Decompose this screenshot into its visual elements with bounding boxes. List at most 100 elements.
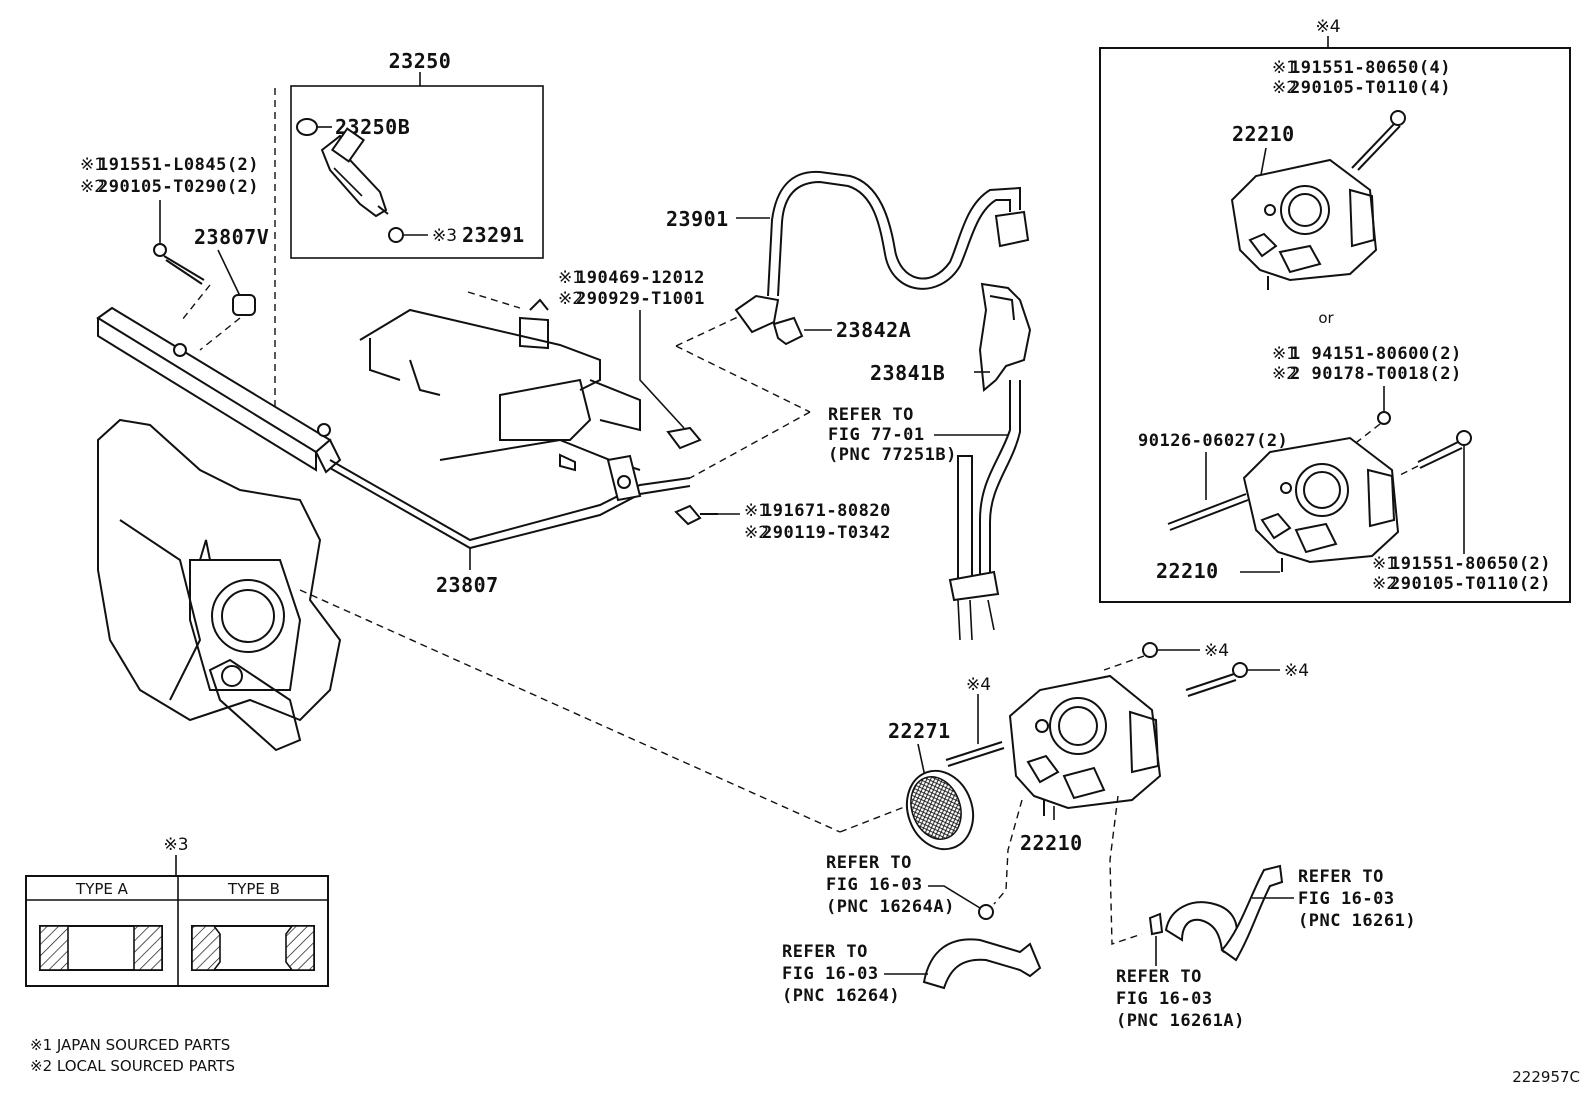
refer-16261A-line1: REFER TO xyxy=(1116,967,1202,987)
refer-16264-line1: REFER TO xyxy=(782,942,868,962)
throttle-body-group: ※4 ※4 ※4 22210 22271 xyxy=(782,641,1416,1031)
or-text: or xyxy=(1318,309,1334,327)
dashed-guide xyxy=(199,317,241,351)
clip-part-line1: 190469-12012 xyxy=(576,268,705,288)
label-23250: 23250 xyxy=(389,49,452,73)
mark-1: ※1 xyxy=(558,268,583,288)
bolt-part-line1: 191671-80820 xyxy=(762,501,891,521)
inset-nut-line1: 1 94151-80600(2) xyxy=(1290,344,1462,364)
inset-throttle-bottom-label: 22210 xyxy=(1156,559,1219,583)
stud-mark-4: ※4 xyxy=(966,675,991,695)
legend-japan-sourced: ※1 JAPAN SOURCED PARTS xyxy=(30,1036,230,1054)
dashed-guide xyxy=(299,589,841,833)
dashed-guide xyxy=(181,284,211,321)
dashed-guide xyxy=(689,411,811,479)
inset-stud-label: 90126-06027(2) xyxy=(1138,431,1288,451)
inset-nut-line2: 2 90178-T0018(2) xyxy=(1290,364,1462,384)
mark-2: ※2 xyxy=(558,289,583,309)
bolt-shank xyxy=(1419,447,1463,469)
bolt-shank xyxy=(1357,125,1401,171)
injector-part xyxy=(320,127,389,218)
mark-1: ※1 xyxy=(744,501,769,521)
label-23291: 23291 xyxy=(462,223,525,247)
bolt-shank xyxy=(1185,673,1235,691)
refer-77-line2: FIG 77-01 xyxy=(828,425,925,445)
refer-16261-line3: (PNC 16261) xyxy=(1298,911,1416,931)
bolt-mark-4: ※4 xyxy=(1284,661,1309,681)
inset-throttle-top-label: 22210 xyxy=(1232,122,1295,146)
label-23807: 23807 xyxy=(436,573,499,597)
bolt-part xyxy=(1456,430,1472,446)
gasket-part xyxy=(905,769,975,851)
bolt-shank xyxy=(1351,123,1395,169)
water-hose-part xyxy=(922,938,1042,990)
nut-part xyxy=(1142,642,1158,658)
refer-16264A-line3: (PNC 16264A) xyxy=(826,897,955,917)
refer-16261-line1: REFER TO xyxy=(1298,867,1384,887)
stud-part xyxy=(1167,493,1249,531)
refer-77-line3: (PNC 77251B) xyxy=(828,445,957,465)
type-b-section-drawing xyxy=(191,925,315,971)
oring-part xyxy=(296,118,318,136)
hose-clamp-part xyxy=(1148,912,1164,936)
fuel-hose-part xyxy=(734,170,1030,334)
mark-2: ※2 xyxy=(744,523,769,543)
water-hose-part xyxy=(1164,864,1284,962)
leader-line xyxy=(217,249,241,297)
dashed-guide xyxy=(1109,795,1143,945)
hose-clamp-part xyxy=(978,904,994,920)
gasket-label: 22271 xyxy=(888,719,951,743)
throttle-body-part xyxy=(1008,674,1162,816)
mark-3: ※3 xyxy=(432,226,457,246)
mark-1: ※1 xyxy=(1272,58,1297,78)
bolt-part xyxy=(153,243,205,285)
inset-mark-4: ※4 xyxy=(1315,17,1340,37)
stud-part xyxy=(945,741,1005,767)
inset-bolt-a-line1: 191551-80650(4) xyxy=(1290,58,1451,78)
inset-bolt-b-line2: 290105-T0110(2) xyxy=(1390,574,1551,594)
table-col-type-b: TYPE B xyxy=(227,880,280,898)
label-23901: 23901 xyxy=(666,207,729,231)
leader-line xyxy=(639,310,685,429)
dashed-guide xyxy=(1397,465,1419,477)
bolt-part xyxy=(674,504,718,526)
clip-part xyxy=(666,426,702,450)
dashed-guide xyxy=(1103,655,1145,671)
mark-1: ※1 xyxy=(80,155,105,175)
refer-16264-line3: (PNC 16264) xyxy=(782,986,900,1006)
throttle-body-part xyxy=(1230,158,1378,290)
inset-bolt-b-line1: 191551-80650(2) xyxy=(1390,554,1551,574)
mark-1: ※1 xyxy=(1372,554,1397,574)
cylinder-head-part xyxy=(359,291,642,502)
legend-local-sourced: ※2 LOCAL SOURCED PARTS xyxy=(30,1057,235,1075)
refer-16261A-line2: FIG 16-03 xyxy=(1116,989,1213,1009)
label-23842A: 23842A xyxy=(836,318,911,342)
dashed-guide xyxy=(675,315,741,347)
table-col-type-a: TYPE A xyxy=(75,880,129,898)
figure-id: 222957C xyxy=(1512,1068,1580,1086)
leader-line xyxy=(928,885,981,909)
label-23807V: 23807V xyxy=(194,225,269,249)
delivery-pipe-part xyxy=(96,306,691,550)
throttle-body-part xyxy=(1242,436,1400,572)
bolt-part-line2: 290105-T0290(2) xyxy=(98,177,259,197)
table-frame xyxy=(25,875,329,987)
bolt-part xyxy=(1232,662,1248,678)
nut-part xyxy=(1377,411,1391,425)
delivery-pipe-bolt-labels: ※1 191551-L0845(2) ※2 290105-T0290(2) xyxy=(80,155,259,245)
bolt-shank xyxy=(1417,441,1459,463)
spacer-type-table: ※3 TYPE A TYPE B xyxy=(25,835,329,987)
spacer-part xyxy=(388,227,404,243)
clip-part-line2: 290929-T1001 xyxy=(576,289,705,309)
refer-77-line1: REFER TO xyxy=(828,405,914,425)
label-23841B: 23841B xyxy=(870,361,945,385)
collar-part xyxy=(232,294,256,316)
dashed-guide xyxy=(675,345,811,413)
refer-16261-line2: FIG 16-03 xyxy=(1298,889,1395,909)
inset-box xyxy=(1099,47,1571,603)
mark-1: ※1 xyxy=(1272,344,1297,364)
type-a-section-drawing xyxy=(39,925,163,971)
intake-manifold-part xyxy=(97,418,342,752)
